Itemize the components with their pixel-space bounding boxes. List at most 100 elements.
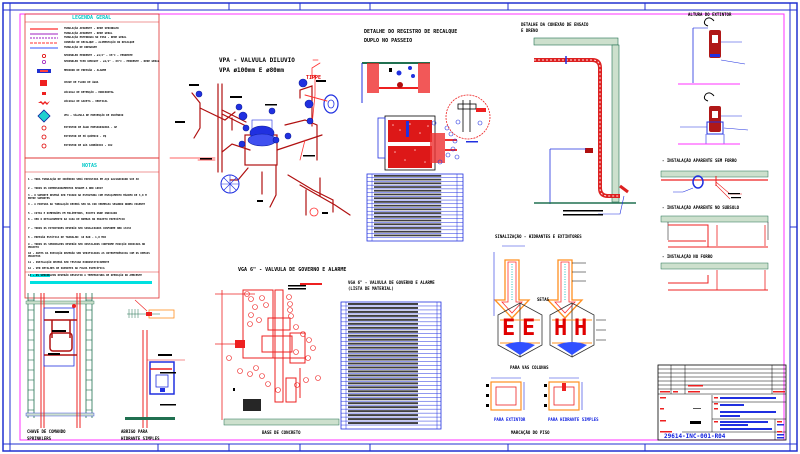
recalque-table-row-text xyxy=(374,189,442,192)
recalque-table-row-text xyxy=(374,212,442,214)
recalque-table-row-text xyxy=(374,208,442,211)
abrigo-title-1: ABRIGO PARA xyxy=(121,429,148,434)
conexao-ensaio-drawing xyxy=(533,37,636,216)
recalque-table-row-text xyxy=(374,175,442,177)
vga-table-row-text xyxy=(348,418,418,421)
extintor-title: ALTURA DO EXTINTOR xyxy=(688,12,732,17)
recalque-title-1: DETALHE DO REGISTRO DE RECALQUE xyxy=(364,29,458,35)
note-item: 6 - VER O DETALHAMENTO DA CASA DE BOMBAS… xyxy=(28,218,125,221)
legend-item-label: VÁLVULA DE RETENÇÃO - HORIZONTAL xyxy=(64,90,114,94)
legend-item-label: TUBULAÇÃO ENTERRADA NO PISO - REDE GERAL xyxy=(64,35,127,39)
note-item: 10 - ANTES DA EXECUÇÃO DEVERÃO SER VERIF… xyxy=(28,251,150,258)
legend-item-label: CHAVE DE FLUXO DE ÁGUA xyxy=(64,80,99,84)
vga-table-row-text xyxy=(348,414,418,417)
vga-table-row-text xyxy=(348,350,418,353)
recalque-table-row-text xyxy=(374,219,442,222)
vga-table-row-text xyxy=(348,398,418,401)
vga-table-row-text xyxy=(348,410,418,413)
legend-item-label: TUBULAÇÃO DE DRENAGEM xyxy=(64,45,97,49)
note-item: 3 - O SUPORTE DEVERÁ SER FIXADO NA ESTRU… xyxy=(28,193,147,200)
vga-table-row-text xyxy=(348,310,418,313)
legend-item-label: EXTINTOR DE ÁGUA PRESSURIZADA - AP xyxy=(64,125,118,129)
vga-table-row-text xyxy=(348,342,418,345)
legend-item-label: TUBULAÇÃO APARENTE - REDE GERAL xyxy=(64,31,113,35)
vpa-deluge-drawing xyxy=(169,59,351,217)
vpa-tag-label: TIPPE xyxy=(306,75,322,81)
legend-item-label: SPRINKLER TIPO UPRIGHT - ø1/2" - 68°C - … xyxy=(64,59,160,63)
vga-table-row-text xyxy=(348,390,418,393)
note-item: 7 - TODOS OS EXTINTORES DEVERÃO SER SINA… xyxy=(28,227,132,230)
sinalizacao-title: SINALIZAÇÃO - HIDRANTES E EXTINTORES xyxy=(495,234,582,239)
vpa-deluge-subtitle: VPA ø100mm E ø80mm xyxy=(219,67,285,74)
recalque-table-row-text xyxy=(374,178,442,181)
vga-list-title-1: VGA 6" - VALVULA DE GOVERNO E ALARME xyxy=(348,280,435,285)
recalque-table-row-text xyxy=(374,215,442,218)
note-item: 2 - TODOS OS DIMENSIONAMENTOS SEGUEM A N… xyxy=(28,187,103,190)
instalacao-title-1: - INSTALAÇÃO APARENTE SEM FORRO xyxy=(662,158,737,163)
note-item: 13 - OS SPRINKLERS DEVERÃO RESISTIR A TE… xyxy=(28,273,142,277)
vga-table-row-text xyxy=(348,334,418,337)
note-item: 4 - A PINTURA DA TUBULAÇÃO DEVERÁ SER NA… xyxy=(28,202,146,206)
legend-item-label: CONEXÃO DE RECALQUE - ALIMENTAÇÃO DO REC… xyxy=(64,40,135,44)
note-item: 5 - COTAS E DIMENSÕES EM MILÍMETROS, EXC… xyxy=(28,211,118,215)
vga-table-row-text xyxy=(348,382,418,385)
vga-table-row-text xyxy=(348,366,418,369)
recalque-table-row-text xyxy=(374,204,442,207)
vga-title: VGA 6" - VALVULA DE GOVERNO E ALARME xyxy=(238,267,347,273)
vga-table-row-text xyxy=(348,370,418,373)
vga-floor-label: BASE DE CONCRETO xyxy=(262,430,301,435)
note-item: 1 - TODA TUBULAÇÃO DE INCÊNDIO SERÁ EXEC… xyxy=(28,178,139,181)
legend-item-label: SPRINKLER PENDENTE - ø1/2" - 68°C - PEND… xyxy=(64,53,133,57)
abrigo-hidrante-drawing xyxy=(125,299,185,428)
vga-table-row-text xyxy=(348,338,418,341)
conexao-title-2: E DRENO xyxy=(521,28,538,33)
vga-table-row-text xyxy=(348,354,418,357)
vga-table-row-text xyxy=(348,330,418,333)
note-item: 8 - PRESSÃO ESTÁTICA DE TRABALHO: 10 BAR… xyxy=(28,236,107,239)
recalque-table-row-text xyxy=(374,201,442,203)
vga-table-row-text xyxy=(348,326,418,329)
marcacao-box2-label: PARA HIDRANTE SIMPLES xyxy=(548,417,599,422)
vga-table-row-text xyxy=(348,322,418,325)
conexao-title-1: DETALHE DA CONEXÃO DE ENSAIO xyxy=(521,22,589,27)
instalacao-drawings xyxy=(660,170,769,291)
vga-table-row-text xyxy=(348,358,418,361)
legend-item-label: EXTINTOR DE PÓ QUÍMICO - PQ xyxy=(64,134,107,138)
recalque-drawing xyxy=(361,62,491,242)
recalque-table-row-text xyxy=(374,182,442,185)
vga-list-title-2: (LISTA DE MATERIAL) xyxy=(348,286,394,291)
title-block xyxy=(657,364,787,441)
recalque-table-row-text xyxy=(374,234,442,237)
note-item: 9 - TODOS OS SPRINKLERS DEVERÃO SER INST… xyxy=(28,242,146,249)
recalque-table-row-text xyxy=(374,186,442,188)
vga-table-row-text xyxy=(348,306,418,309)
vga-table-row-text xyxy=(348,303,418,305)
sign-letter-e1: E xyxy=(502,316,516,341)
vga-drawing xyxy=(215,283,442,430)
legend-item-label: TUBULAÇÃO APARENTE - REDE SPRINKLER xyxy=(64,26,119,30)
vpa-deluge-title: VPA - VALVULA DILUVIO xyxy=(219,57,295,64)
sinalizacao-drawing xyxy=(486,245,606,411)
paineis-label: PARA VAS COLUNAS xyxy=(510,365,549,370)
note-item: 12 - VER DETALHES DE SUPORTES NA FOLHA E… xyxy=(28,267,105,270)
sign-letter-h1: H xyxy=(554,316,568,341)
vga-table-row-text xyxy=(348,362,418,365)
chave-comando-title-2: SPRINKLERS xyxy=(27,436,52,441)
ladder-rungs xyxy=(28,299,92,411)
vga-table-row-text xyxy=(348,406,418,409)
note-item: 11 - INSTALAÇÃO DEVERÁ SER TESTADA HIDRO… xyxy=(28,260,110,264)
marcacao-box1-label: PARA EXTINTOR xyxy=(494,417,526,422)
vga-table-row-text xyxy=(348,374,418,377)
instalacao-title-3: - INSTALAÇÃO NO FORRO xyxy=(662,254,713,259)
notes-title: NOTAS xyxy=(82,163,98,169)
legend-title: LEGENDA GERAL xyxy=(72,15,112,21)
vga-table-row-text xyxy=(348,378,418,381)
vga-table-row-text xyxy=(348,314,418,317)
sign-letter-e2: E xyxy=(522,316,536,341)
sign-letter-h2: H xyxy=(574,316,588,341)
drawing-number: 29614-INC-001-R04 xyxy=(664,433,726,440)
recalque-table-row-text xyxy=(374,197,442,200)
instalacao-title-2: - INSTALAÇÃO APARENTE NO SUBSOLO xyxy=(662,205,740,210)
marcacao-label: MARCAÇÃO DO PISO xyxy=(511,430,550,435)
